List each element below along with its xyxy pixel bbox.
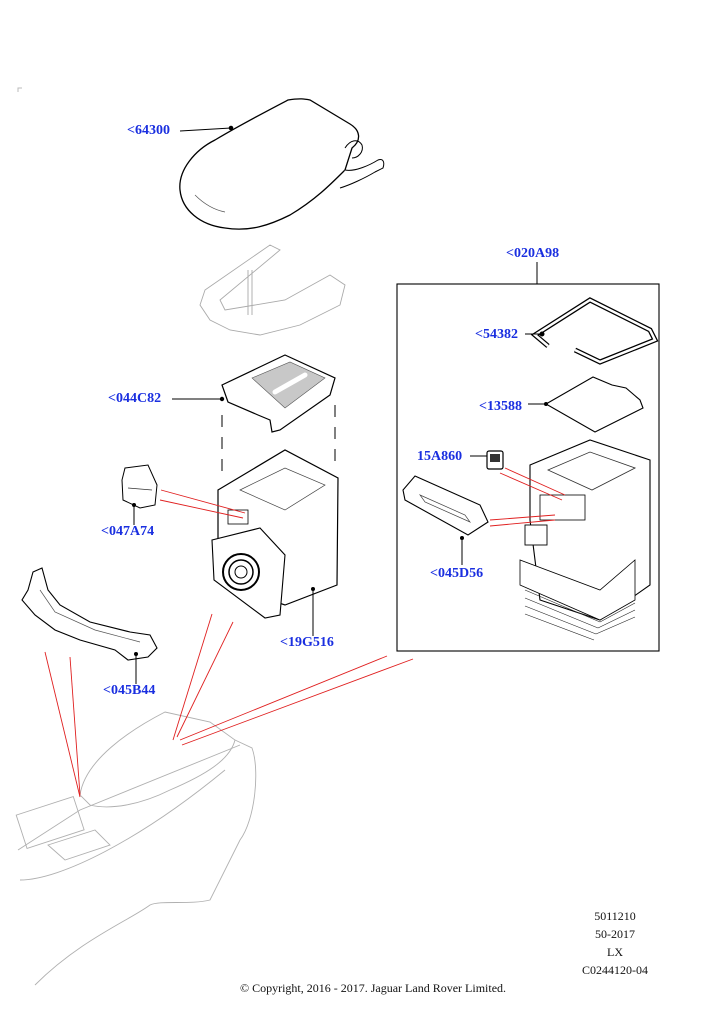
part-console-top-finisher[interactable] xyxy=(219,354,336,433)
callout-15A860[interactable]: 15A860 xyxy=(417,449,463,464)
part-bracket[interactable] xyxy=(121,464,158,509)
meta-model: LX xyxy=(607,945,623,959)
reference-lines-047A74 xyxy=(159,489,246,519)
leader-64300 xyxy=(179,127,232,132)
meta-illustration-id: C0244120-04 xyxy=(582,963,648,977)
meta-date-range: 50-2017 xyxy=(595,927,635,941)
corner-mark xyxy=(17,87,22,92)
callout-045D56[interactable]: <045D56 xyxy=(430,566,484,581)
meta-code: 5011210 xyxy=(594,909,636,923)
part-seal[interactable] xyxy=(530,297,659,365)
part-cool-box-unit xyxy=(519,439,651,641)
callout-045B44[interactable]: <045B44 xyxy=(103,683,156,698)
part-console-rail[interactable] xyxy=(21,567,158,661)
part-armrest-cover[interactable] xyxy=(179,98,385,230)
callout-54382[interactable]: <54382 xyxy=(475,327,518,342)
part-switch[interactable] xyxy=(486,450,504,470)
callout-19G516[interactable]: <19G516 xyxy=(280,635,334,650)
assembly-guide-lines xyxy=(221,405,336,480)
part-lid-pad[interactable] xyxy=(544,376,644,433)
callout-64300[interactable]: <64300 xyxy=(127,123,170,138)
vehicle-console-outline xyxy=(15,711,257,986)
diagram-meta-block: 5011210 50-2017 LX C0244120-04 xyxy=(560,907,670,979)
assembly-box-020A98 xyxy=(396,262,660,652)
callout-047A74[interactable]: <047A74 xyxy=(101,524,155,539)
callout-13588[interactable]: <13588 xyxy=(479,399,522,414)
reference-lines-vehicle xyxy=(44,613,414,798)
part-trim-panel[interactable] xyxy=(402,475,489,540)
copyright-notice: © Copyright, 2016 - 2017. Jaguar Land Ro… xyxy=(239,981,507,995)
reference-lines-cool-box xyxy=(489,467,566,527)
callout-044C82[interactable]: <044C82 xyxy=(108,391,162,406)
callout-020A98[interactable]: <020A98 xyxy=(506,246,560,261)
part-cool-box-housing[interactable] xyxy=(211,449,339,619)
part-ghost-bracket xyxy=(199,244,346,336)
